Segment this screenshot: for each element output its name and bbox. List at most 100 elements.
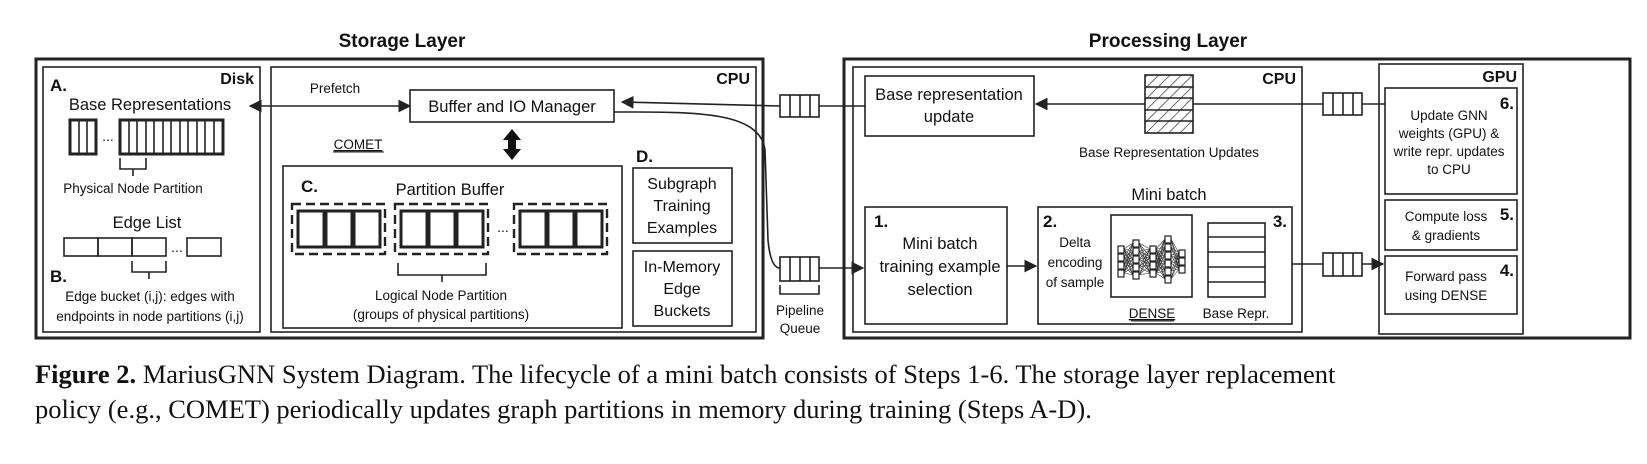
- disk-label: Disk: [220, 71, 254, 88]
- subgraph-label-line3: Examples: [647, 220, 717, 237]
- pipeline-queue-label-line2: Queue: [780, 321, 821, 336]
- dense-edge: [1170, 252, 1180, 280]
- dense-edge: [1155, 238, 1166, 266]
- dense-node: [1178, 265, 1186, 274]
- pipeline-queue-label-line1: Pipeline: [776, 303, 824, 318]
- step1-line3: selection: [907, 281, 972, 299]
- dense-edge: [1170, 238, 1180, 254]
- pipeline-queue-bracket: [779, 285, 820, 295]
- dense-node: [1132, 255, 1140, 264]
- dense-edge: [1155, 270, 1166, 274]
- edge-bucket-row: [63, 237, 222, 257]
- dense-edge: [1123, 272, 1134, 276]
- dense-node: [1164, 267, 1172, 276]
- step6-line2: weights (GPU) &: [1398, 126, 1500, 141]
- dense-edge: [1123, 242, 1134, 274]
- step5-tag: 5.: [1500, 205, 1514, 224]
- processing-layer-title: Processing Layer: [1089, 31, 1248, 52]
- update-queue: [779, 94, 820, 118]
- partition-buffer-ellipsis: ...: [497, 219, 509, 235]
- mini-batch-label: Mini batch: [1131, 186, 1206, 204]
- figure-caption-line1: MariusGNN System Diagram. The lifecycle …: [142, 359, 1336, 389]
- dense-edge: [1138, 248, 1151, 276]
- partition-buffer-label: Partition Buffer: [396, 181, 505, 199]
- step5-line1: Compute loss: [1405, 209, 1488, 224]
- dense-node: [1117, 253, 1125, 262]
- step2-tag: 2.: [1043, 212, 1057, 231]
- dense-node: [1117, 269, 1125, 278]
- dense-node: [1164, 235, 1172, 244]
- dense-node: [1149, 261, 1157, 270]
- dense-edge: [1123, 250, 1134, 274]
- step6-line1: Update GNN: [1410, 108, 1487, 123]
- dense-label: DENSE: [1129, 306, 1176, 321]
- dense-edge: [1138, 256, 1151, 276]
- step-a-tag: A.: [50, 76, 67, 95]
- logical-partition-2: [393, 202, 490, 256]
- gpu-batch-queue: [1322, 252, 1363, 277]
- storage-cpu-label: CPU: [716, 71, 750, 88]
- disk-panel: Disk A. Base Representations ... Physica…: [42, 66, 261, 333]
- in-memory-label-line3: Buckets: [654, 303, 711, 320]
- dense-edge: [1138, 248, 1151, 268]
- dense-node: [1132, 271, 1140, 280]
- dense-edge: [1138, 242, 1151, 250]
- dense-node: [1149, 253, 1157, 262]
- step-d-tag: D.: [636, 147, 653, 166]
- dense-edge: [1155, 238, 1166, 274]
- step6-box: [1384, 87, 1518, 195]
- processing-layer-frame: [842, 57, 1632, 340]
- subgraph-examples-box: [632, 167, 733, 244]
- dense-edge: [1155, 238, 1166, 258]
- step4-tag: 4.: [1500, 261, 1514, 280]
- base-repr-update-box: [864, 75, 1035, 137]
- dense-edge: [1138, 272, 1151, 276]
- step6-line4: to CPU: [1427, 162, 1471, 177]
- base-repr-table: [1207, 222, 1266, 298]
- buffer-double-arrow: [503, 129, 521, 160]
- dense-node: [1164, 243, 1172, 252]
- dense-node: [1164, 275, 1172, 284]
- pipeline-queue: [779, 256, 820, 282]
- edge-list-label: Edge List: [113, 214, 182, 232]
- in-memory-label-line1: In-Memory: [644, 259, 720, 276]
- step-c-tag: C.: [301, 177, 318, 196]
- storage-layer-frame: [34, 57, 765, 340]
- dense-edge: [1170, 252, 1180, 256]
- base-repr-update-line1: Base representation: [875, 86, 1023, 104]
- step4-line1: Forward pass: [1405, 269, 1487, 284]
- step-b-tag: B.: [50, 267, 67, 286]
- update-queue-arrow-out: [620, 95, 781, 109]
- edge-bucket-desc-line1: Edge bucket (i,j): edges with: [65, 289, 235, 304]
- step5-box: [1384, 199, 1518, 251]
- dense-node: [1149, 245, 1157, 254]
- storage-layer-title: Storage Layer: [339, 31, 466, 52]
- logical-node-partition-label: Logical Node Partition: [375, 288, 507, 303]
- disk-ellipsis-top: ...: [102, 128, 114, 144]
- logical-partition-1: [290, 202, 387, 256]
- mini-batch-box: [1037, 206, 1293, 325]
- step6-tag: 6.: [1500, 94, 1514, 113]
- dense-edge: [1170, 268, 1180, 280]
- storage-cpu-panel: CPU Prefetch Buffer and IO Manager COMET…: [248, 66, 757, 333]
- step1-line2: training example: [879, 258, 1000, 276]
- base-representations-label: Base Representations: [69, 96, 231, 114]
- dense-edge: [1170, 252, 1180, 264]
- processing-cpu-label: CPU: [1262, 71, 1296, 88]
- dense-node: [1117, 245, 1125, 254]
- logical-node-partition-desc: (groups of physical partitions): [353, 307, 529, 322]
- disk-ellipsis-bottom: ...: [171, 239, 183, 255]
- step2-line3: of sample: [1046, 275, 1105, 290]
- step3-tag: 3.: [1273, 212, 1287, 231]
- dense-node: [1132, 247, 1140, 256]
- gpu-update-queue: [1322, 92, 1363, 116]
- step6-line3: write repr. updates: [1392, 144, 1504, 159]
- dense-node: [1132, 239, 1140, 248]
- physical-partition-small: [68, 118, 98, 156]
- physical-partition-large: [118, 118, 225, 156]
- dense-edge: [1170, 260, 1180, 280]
- physical-partition-bracket: [119, 158, 147, 176]
- processing-cpu-panel: CPU Base representation update Base Repr…: [852, 66, 1303, 333]
- system-diagram: Storage Layer Disk A. Base Representatio…: [34, 31, 1632, 340]
- dense-graph-icon: [1110, 214, 1193, 298]
